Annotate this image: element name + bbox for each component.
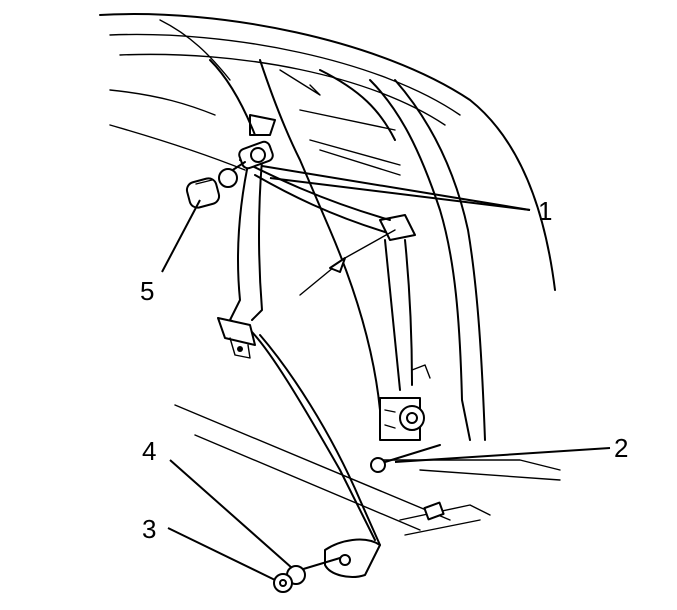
roof-frame-lines bbox=[99, 13, 556, 291]
leader-3 bbox=[167, 527, 276, 581]
seat-belt-webbing bbox=[217, 154, 381, 546]
upper-anchor-bolt bbox=[218, 140, 274, 188]
lower-anchor-nut bbox=[273, 573, 293, 593]
callout-1: 1 bbox=[538, 196, 552, 226]
d-ring-guide bbox=[239, 159, 396, 296]
lower-anchor-plate bbox=[324, 538, 381, 578]
trim-cover-cap bbox=[185, 177, 221, 209]
callout-4: 4 bbox=[142, 436, 156, 466]
callout-3: 3 bbox=[142, 514, 156, 544]
callout-2: 2 bbox=[614, 433, 628, 463]
floor-lines bbox=[174, 404, 561, 536]
leader-2 bbox=[394, 447, 611, 463]
callout-5: 5 bbox=[140, 276, 154, 306]
pillar-structure bbox=[249, 59, 486, 441]
retractor-bolt bbox=[370, 444, 441, 473]
leader-1b bbox=[261, 165, 531, 211]
leader-lines bbox=[161, 165, 611, 581]
leader-4 bbox=[169, 459, 293, 569]
retractor-assembly bbox=[379, 214, 431, 441]
leader-1 bbox=[269, 177, 531, 211]
leader-5 bbox=[161, 199, 201, 273]
